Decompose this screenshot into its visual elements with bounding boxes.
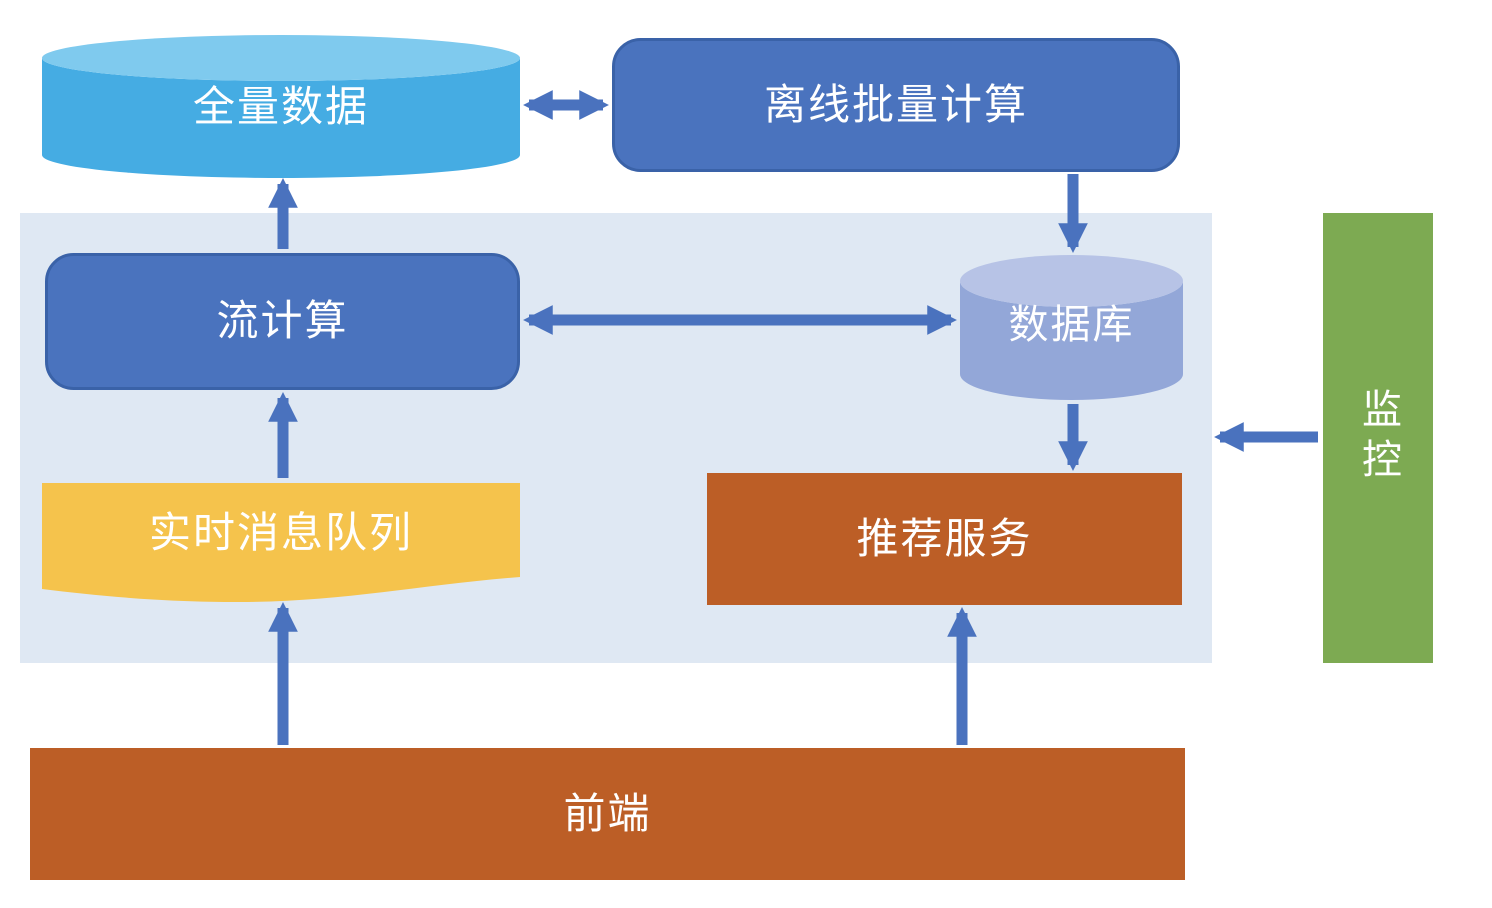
database-cylinder-body: [960, 281, 1184, 400]
node-recommend-service: [707, 473, 1182, 605]
database-cylinder-top: [960, 255, 1183, 307]
node-database: [960, 255, 1184, 400]
full-data-cylinder-top: [42, 35, 520, 81]
node-stream-compute: [45, 253, 520, 390]
node-monitor: [1323, 213, 1433, 663]
node-realtime-queue: [42, 483, 520, 602]
edges-layer: [268, 90, 1318, 745]
node-full-data: [42, 35, 520, 178]
node-frontend: [30, 748, 1185, 880]
node-offline-batch: [612, 38, 1180, 172]
full-data-cylinder-body: [42, 58, 520, 178]
